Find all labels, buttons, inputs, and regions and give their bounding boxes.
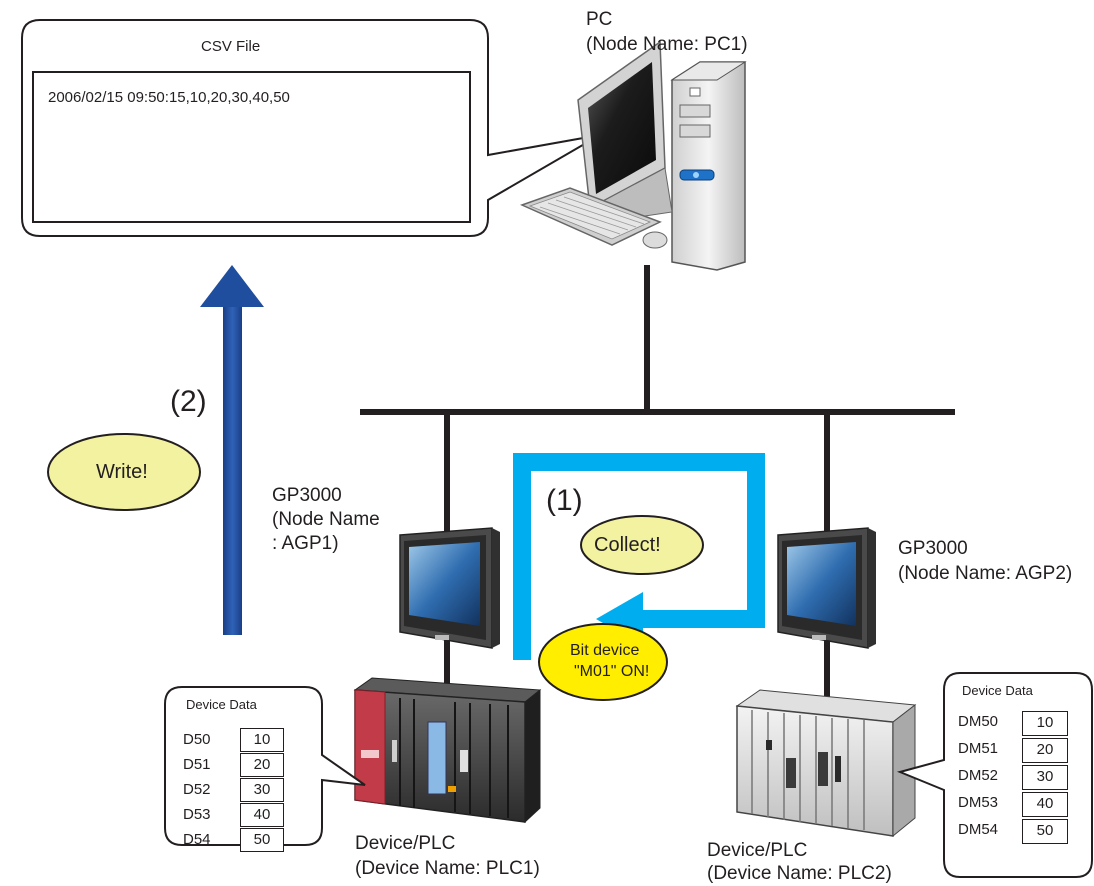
addr-cell: DM53 — [958, 794, 999, 811]
write-bubble-text: Write! — [96, 461, 148, 483]
pc-icon — [519, 40, 747, 271]
write-bubble — [47, 433, 201, 511]
gp1-node-name-line1: (Node Name — [272, 509, 380, 530]
collect-bubble — [580, 515, 704, 575]
device-data-2-title: Device Data — [962, 683, 1033, 698]
network-lines — [360, 265, 955, 720]
csv-content-box — [32, 71, 471, 223]
addr-cell: D50 — [183, 731, 211, 748]
step-2-number: (2) — [170, 385, 207, 418]
csv-file-title: CSV File — [201, 38, 261, 55]
gp2-label: GP3000 — [898, 538, 968, 559]
value-cell: 50 — [240, 828, 284, 852]
value-cell: 40 — [1022, 792, 1068, 817]
addr-cell: D52 — [183, 781, 211, 798]
step-1-number: (1) — [546, 484, 583, 517]
addr-cell: D51 — [183, 756, 211, 773]
addr-cell: D54 — [183, 831, 211, 848]
value-cell: 10 — [1022, 711, 1068, 736]
value-cell: 40 — [240, 803, 284, 827]
gp2-panel-icon — [777, 527, 876, 649]
trigger-text-line2: "M01" ON! — [574, 663, 650, 680]
pc-label: PC — [586, 9, 613, 30]
gp1-panel-icon — [399, 527, 500, 649]
trigger-bubble — [538, 623, 668, 701]
addr-cell: DM54 — [958, 821, 999, 838]
collect-arrow — [513, 453, 765, 660]
gp1-node-name-line2: : AGP1) — [272, 533, 339, 554]
plc2-label: Device/PLC — [707, 840, 808, 861]
gp1-label: GP3000 — [272, 485, 342, 506]
gp2-node-name: (Node Name: AGP2) — [898, 563, 1073, 584]
value-cell: 20 — [1022, 738, 1068, 763]
csv-data-line: 2006/02/15 09:50:15,10,20,30,40,50 — [48, 89, 290, 106]
write-arrow — [200, 265, 264, 635]
plc1-icon — [353, 677, 542, 824]
value-cell: 20 — [240, 753, 284, 777]
value-cell: 50 — [1022, 819, 1068, 844]
device-data-1-title: Device Data — [186, 697, 257, 712]
addr-cell: DM52 — [958, 767, 999, 784]
plc2-icon — [735, 689, 917, 838]
addr-cell: D53 — [183, 806, 211, 823]
collect-bubble-text: Collect! — [594, 534, 661, 556]
plc2-device-name: (Device Name: PLC2) — [707, 863, 892, 884]
pc-node-name: (Node Name: PC1) — [586, 34, 748, 55]
value-cell: 10 — [240, 728, 284, 752]
value-cell: 30 — [240, 778, 284, 802]
addr-cell: DM51 — [958, 740, 999, 757]
plc1-label: Device/PLC — [355, 833, 456, 854]
plc1-device-name: (Device Name: PLC1) — [355, 858, 540, 879]
trigger-text-line1: Bit device — [570, 642, 640, 659]
addr-cell: DM50 — [958, 713, 999, 730]
value-cell: 30 — [1022, 765, 1068, 790]
